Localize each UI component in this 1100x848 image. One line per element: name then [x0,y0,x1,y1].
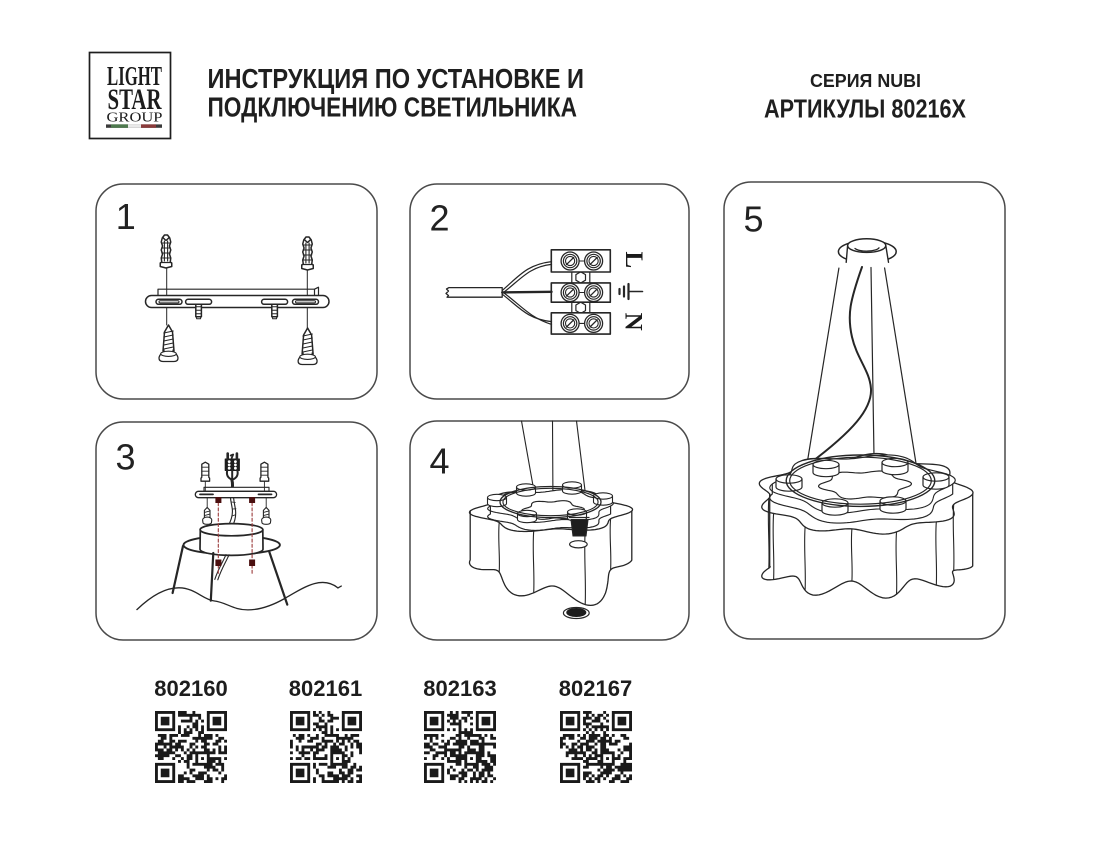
svg-text:L: L [620,251,647,268]
svg-text:1: 1 [116,196,136,237]
svg-text:СЕРИЯ NUBI: СЕРИЯ NUBI [810,71,921,91]
svg-text:N: N [619,313,646,331]
svg-text:LIGHT: LIGHT [107,61,162,91]
svg-text:3: 3 [116,437,136,478]
svg-text:5: 5 [744,199,764,240]
svg-text:STAR: STAR [108,84,162,116]
svg-text:4: 4 [430,441,450,482]
svg-text:ИНСТРУКЦИЯ ПО УСТАНОВКЕ И: ИНСТРУКЦИЯ ПО УСТАНОВКЕ И [208,63,585,94]
svg-text:АРТИКУЛЫ 80216X: АРТИКУЛЫ 80216X [764,94,967,124]
svg-text:ПОДКЛЮЧЕНИЮ СВЕТИЛЬНИКА: ПОДКЛЮЧЕНИЮ СВЕТИЛЬНИКА [208,92,578,123]
svg-text:GROUP: GROUP [107,110,163,125]
svg-text:2: 2 [430,198,450,239]
